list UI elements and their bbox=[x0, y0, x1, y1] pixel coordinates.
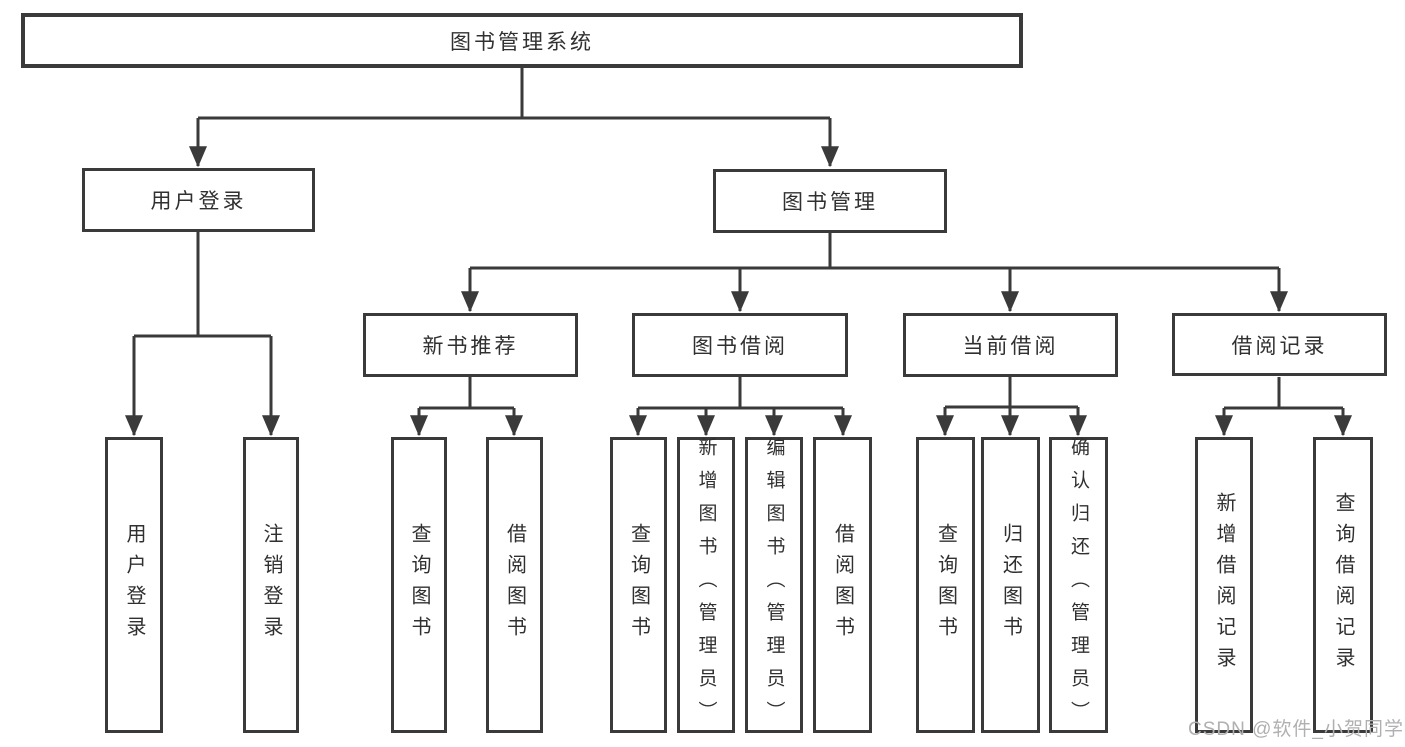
leaf-edit-book-admin-label: 编辑图书（管理员） bbox=[763, 436, 785, 734]
leaf-query-books-borrow: 查询图书 bbox=[610, 437, 667, 733]
leaf-borrow-books-recommend-label: 借阅图书 bbox=[503, 523, 526, 647]
leaf-user-login-label: 用户登录 bbox=[123, 523, 145, 647]
node-book-borrow: 图书借阅 bbox=[632, 313, 848, 377]
leaf-confirm-return-admin-label: 确认归还（管理员） bbox=[1068, 436, 1089, 734]
node-user-login: 用户登录 bbox=[82, 168, 315, 232]
leaf-edit-book-admin: 编辑图书（管理员） bbox=[745, 436, 803, 734]
leaf-add-book-admin: 新增图书（管理员） bbox=[677, 436, 735, 734]
node-book-management: 图书管理 bbox=[713, 169, 947, 233]
node-root-system: 图书管理系统 bbox=[21, 13, 1023, 68]
leaf-query-books-current-label: 查询图书 bbox=[934, 523, 957, 647]
watermark: CSDN @软件_小贺同学 bbox=[1188, 719, 1404, 740]
leaf-logout: 注销登录 bbox=[243, 437, 299, 733]
leaf-query-books-borrow-label: 查询图书 bbox=[627, 523, 650, 647]
node-new-book-recommend: 新书推荐 bbox=[363, 313, 578, 377]
leaf-borrow-books-borrow-label: 借阅图书 bbox=[831, 523, 854, 647]
leaf-borrow-books-recommend: 借阅图书 bbox=[486, 437, 543, 733]
leaf-add-borrow-record-label: 新增借阅记录 bbox=[1213, 492, 1235, 678]
leaf-query-borrow-record-label: 查询借阅记录 bbox=[1332, 492, 1354, 678]
leaf-query-books-recommend-label: 查询图书 bbox=[408, 523, 430, 647]
leaf-confirm-return-admin: 确认归还（管理员） bbox=[1049, 436, 1108, 734]
leaf-add-borrow-record: 新增借阅记录 bbox=[1195, 437, 1253, 733]
leaf-query-books-current: 查询图书 bbox=[916, 437, 975, 733]
leaf-logout-label: 注销登录 bbox=[260, 523, 282, 647]
leaf-query-borrow-record: 查询借阅记录 bbox=[1313, 437, 1373, 733]
leaf-user-login: 用户登录 bbox=[105, 437, 163, 733]
leaf-borrow-books-borrow: 借阅图书 bbox=[813, 437, 872, 733]
node-borrow-records: 借阅记录 bbox=[1172, 313, 1387, 376]
node-current-borrow: 当前借阅 bbox=[903, 313, 1118, 377]
leaf-add-book-admin-label: 新增图书（管理员） bbox=[695, 436, 717, 734]
leaf-return-book: 归还图书 bbox=[981, 437, 1040, 733]
leaf-return-book-label: 归还图书 bbox=[999, 523, 1022, 647]
leaf-query-books-recommend: 查询图书 bbox=[391, 437, 447, 733]
